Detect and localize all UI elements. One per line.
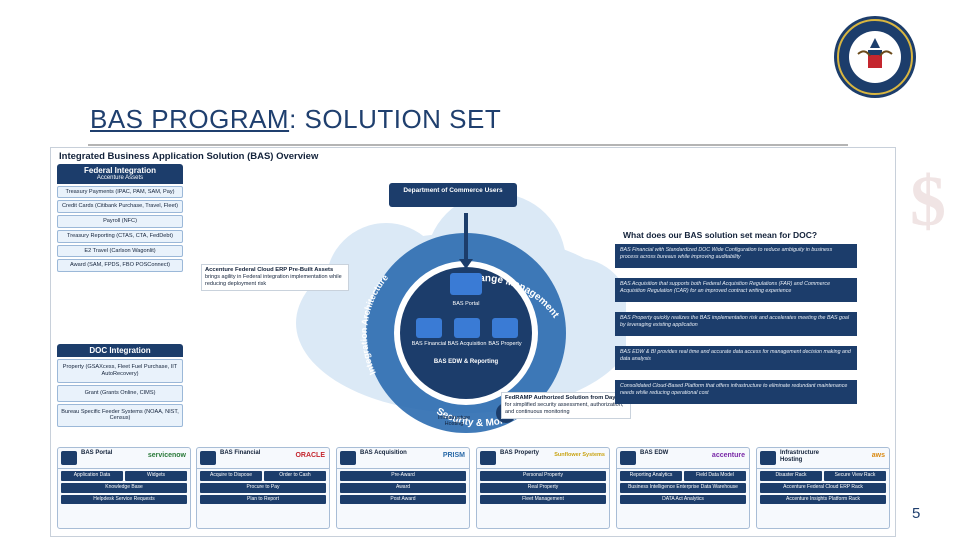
federal-integration-panel: Federal Integration Accenture Assets Tre… [57,164,183,272]
card-item: Fleet Management [480,494,606,505]
bas-hub-diagram: Change Management Integration Architectu… [296,193,626,433]
benefit-item: BAS Acquisition that supports both Feder… [615,278,857,302]
vendor-logo: PRISM [442,452,465,459]
vendor-logo: aws [871,452,885,459]
title-divider [88,144,848,146]
card-item: Disaster Rack [760,471,822,481]
card-item: Procure to Pay [200,482,326,493]
federal-item: Credit Cards (Citibank Purchase, Travel,… [57,200,183,214]
card-name: BAS EDW [640,450,669,456]
vendor-logo: Sunflower Systems [554,452,605,458]
module-label: BAS Portal [453,301,480,307]
vendor-logo: ORACLE [295,452,325,459]
bas-acquisition-card: BAS Acquisition PRISM Pre-Award Award Po… [336,447,470,529]
card-item: Business Intelligence Enterprise Data Wa… [620,482,746,493]
federal-subheading-text: Accenture Assets [96,175,144,182]
federal-heading-text: Federal Integration [83,166,156,175]
vendor-logo: accenture [711,452,745,459]
hosting-icon [760,451,776,465]
department-seal-icon [834,16,916,98]
card-item: Order to Cash [264,471,326,481]
module-label: BAS Property [488,341,522,347]
federal-item: Award (SAM, FPDS, FBO POSConnect) [57,259,183,272]
fedramp-title: FedRAMP Authorized Solution from Day 1 [505,395,621,401]
card-item: Widgets [125,471,187,481]
property-icon [480,451,496,465]
doc-integration-heading: DOC Integration [57,344,183,358]
card-item: Field Data Model [684,471,746,481]
federal-item: Payroll (NFC) [57,215,183,228]
card-name: BAS Property [500,450,540,456]
card-item: Acquire to Dispose [200,471,262,481]
doc-item: Bureau Specific Feeder Systems (NOAA, NI… [57,403,183,427]
vendor-logo: servicenow [147,452,186,459]
federal-item: Treasury Reporting (CTAS, CTA, FedDebt) [57,229,183,243]
doc-item: Property (GSAXcess, Fleet Fuel Purchase,… [57,359,183,383]
card-item: Pre-Award [340,471,466,481]
edw-icon [620,451,636,465]
fedramp-text: for simplified security assessment, auth… [505,402,624,416]
module-label: BAS Financial [412,341,447,347]
card-item: Post Award [340,494,466,505]
card-name: BAS Financial [220,450,261,456]
module-label: BAS Acquisition [448,341,487,347]
module-label: BAS EDW & Reporting [434,359,499,365]
property-module-icon [492,318,518,338]
card-item: Accenture Insights Platform Rack [760,494,886,505]
bas-property-card: BAS Property Sunflower Systems Personal … [476,447,610,529]
card-item: Secure View Rack [824,471,886,481]
benefits-heading: What does our BAS solution set mean for … [623,230,818,240]
card-item: Plan to Report [200,494,326,505]
benefit-item: BAS Property quickly realizes the BAS im… [615,312,857,336]
callout-title: Accenture Federal Cloud ERP Pre-Built As… [205,267,334,273]
card-item: DATA Act Analytics [620,494,746,505]
card-item: Reporting Analytics [620,471,682,481]
portal-icon [61,451,77,465]
card-item: Helpdesk Service Requests [61,494,187,505]
acquisition-icon [340,451,356,465]
card-item: Award [340,482,466,493]
card-item: Knowledge Base [61,482,187,493]
federal-item: E2 Travel (Carlson Wagonlit) [57,244,183,258]
benefit-item: BAS Financial with Standardized DOC Wide… [615,244,857,268]
bas-overview-poster: Integrated Business Application Solution… [50,147,896,537]
card-item: Personal Property [480,471,606,481]
page-number: 5 [912,505,921,522]
slide-title-rest: : SOLUTION SET [289,104,502,134]
federal-integration-heading: Federal Integration Accenture Assets [57,164,183,184]
slide-title-underlined: BAS PROGRAM [90,104,290,134]
federal-item: Treasury Payments (IPAC, PAM, SAM, Pay) [57,185,183,199]
acquisition-module-icon [454,318,480,338]
card-name: Infrastructure Hosting [780,450,820,463]
doc-item: Grant (Grants Online, CIMS) [57,384,183,402]
accenture-assets-callout: Accenture Federal Cloud ERP Pre-Built As… [201,264,349,291]
dollar-watermark-icon: $ [910,161,946,241]
doc-integration-panel: DOC Integration Property (GSAXcess, Flee… [57,344,183,427]
infrastructure-hosting-card: Infrastructure Hosting aws Disaster Rack… [756,447,890,529]
benefit-item: Consolidated Cloud-Based Platform that o… [615,380,857,404]
benefit-item: BAS EDW & BI provides real time and accu… [615,346,857,370]
financial-module-icon [416,318,442,338]
card-item: Accenture Federal Cloud ERP Rack [760,482,886,493]
poster-title: Integrated Business Application Solution… [59,151,319,162]
financial-icon [200,451,216,465]
card-name: BAS Acquisition [360,450,407,456]
card-name: BAS Portal [81,450,113,456]
slide-title: BAS PROGRAM: SOLUTION SET [90,104,501,135]
callout-text: brings agility in Federal integration im… [205,274,342,288]
card-item: Real Property [480,482,606,493]
card-item: Application Data [61,471,123,481]
doc-users-box: Department of Commerce Users [389,183,517,207]
fedramp-callout: FedRAMP Authorized Solution from Day 1 f… [501,392,631,419]
infrastructure-hosting-label: Infrastructure Hosting [437,415,471,427]
portal-module-icon [450,273,482,295]
